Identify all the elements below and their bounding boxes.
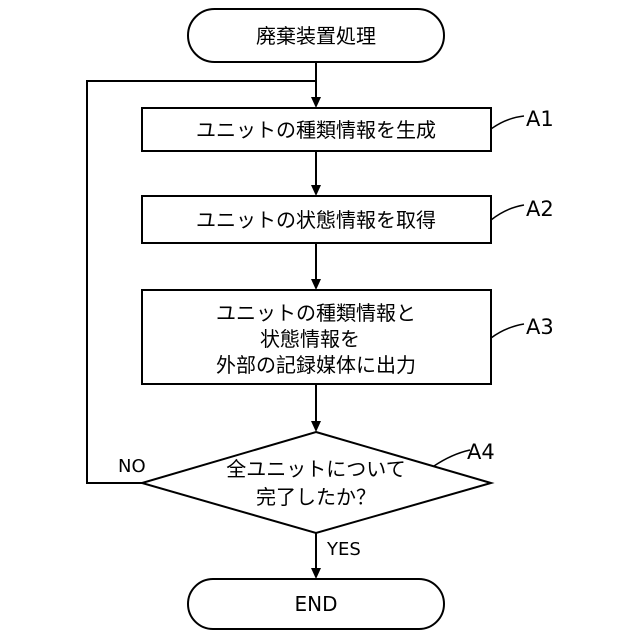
process-a3: ユニットの種類情報と 状態情報を 外部の記録媒体に出力 (142, 290, 491, 384)
ref-a1: A1 (491, 107, 554, 131)
ref-a4-label: A4 (467, 440, 495, 464)
ref-a3: A3 (491, 315, 554, 339)
edge-no-label: NO (118, 456, 146, 477)
end-terminal: END (188, 579, 444, 629)
process-a2-label: ユニットの状態情報を取得 (196, 208, 436, 232)
edge-yes: YES (311, 533, 361, 579)
edge-a2-to-a3 (311, 243, 321, 290)
process-a1: ユニットの種類情報を生成 (142, 108, 491, 151)
process-a3-line-3: 外部の記録媒体に出力 (216, 353, 416, 377)
process-a3-line-1: ユニットの種類情報と (216, 301, 416, 325)
edge-yes-label: YES (326, 539, 361, 560)
edge-a3-to-a4 (311, 384, 321, 432)
decision-a4: 全ユニットについて 完了したか？ (142, 432, 491, 533)
ref-a2: A2 (491, 197, 554, 221)
decision-a4-line-1: 全ユニットについて (226, 457, 405, 481)
decision-a4-line-2: 完了したか？ (256, 485, 376, 509)
end-terminal-label: END (295, 592, 338, 616)
ref-a3-label: A3 (526, 315, 554, 339)
edge-start-to-a1 (311, 62, 321, 108)
edge-a1-to-a2 (311, 151, 321, 196)
process-a1-label: ユニットの種類情報を生成 (196, 118, 436, 142)
start-terminal: 廃棄装置処理 (188, 9, 444, 62)
process-a2: ユニットの状態情報を取得 (142, 196, 491, 243)
process-a3-line-2: 状態情報を (260, 327, 360, 351)
ref-a2-label: A2 (526, 197, 554, 221)
ref-a1-label: A1 (526, 107, 554, 131)
start-terminal-label: 廃棄装置処理 (256, 24, 376, 48)
ref-a4: A4 (434, 440, 495, 466)
